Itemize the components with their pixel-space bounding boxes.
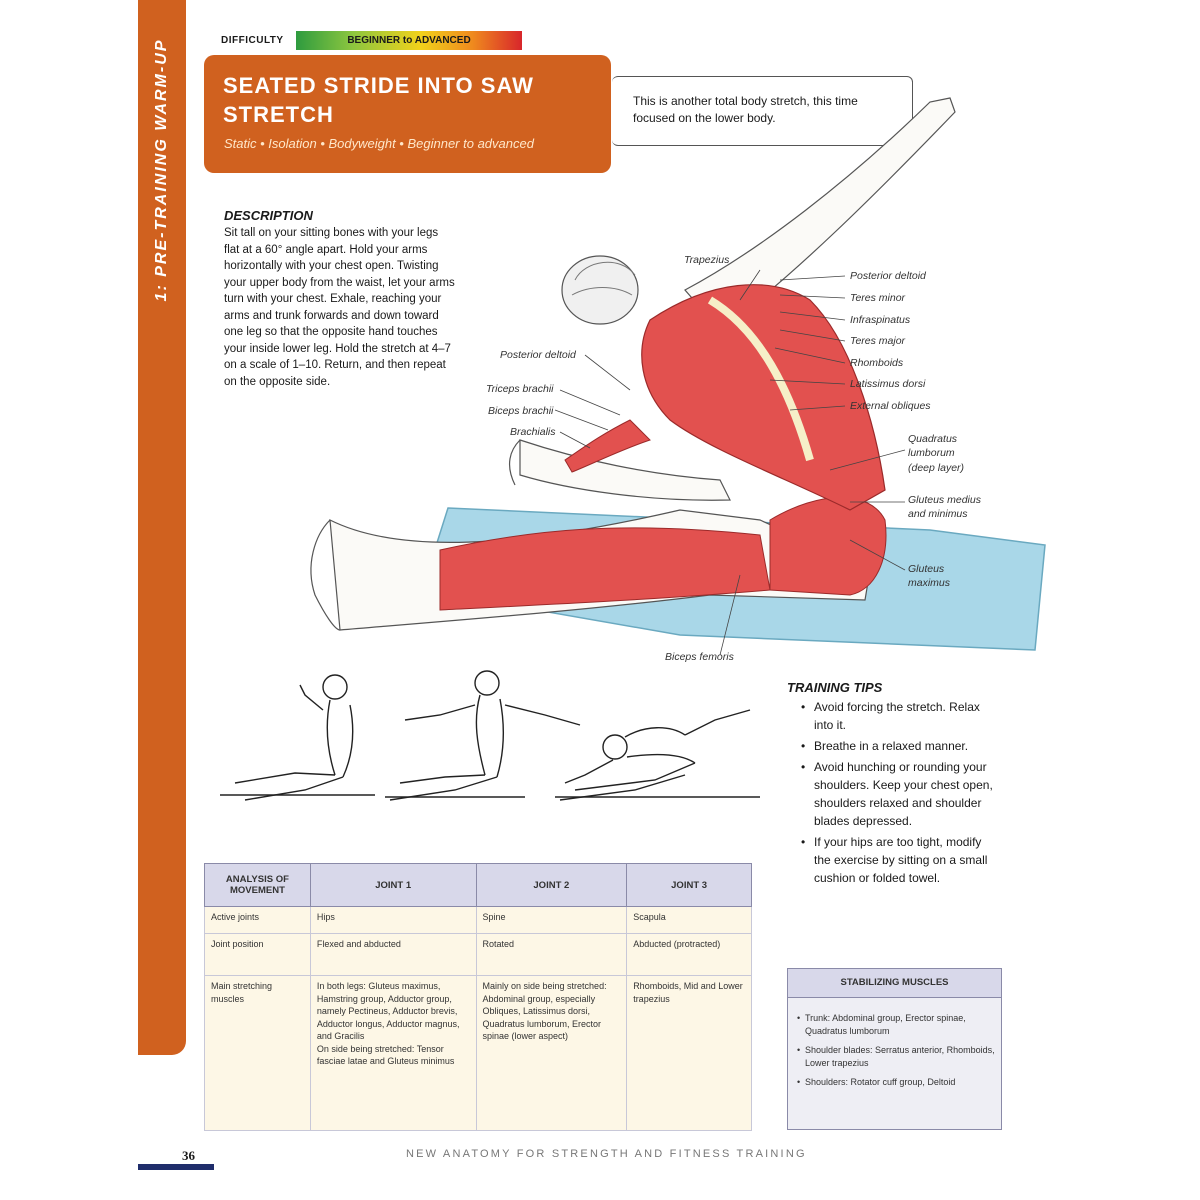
description-heading: DESCRIPTION [224,208,313,223]
table-row: Active joints Hips Spine Scapula [204,906,752,934]
table-header: ANALYSIS OF MOVEMENT [204,863,311,907]
chapter-label: 1: PRE-TRAINING WARM-UP [153,38,170,302]
table-cell: Abducted (protracted) [626,933,752,976]
difficulty-gradient-bar [296,31,522,50]
label-biceps-brachii: Biceps brachii [488,405,554,417]
label-brachialis: Brachialis [510,426,556,438]
analysis-of-movement-table: ANALYSIS OF MOVEMENT JOINT 1 JOINT 2 JOI… [204,863,752,1131]
label-triceps-brachii: Triceps brachii [486,383,554,395]
label-external-obliques: External obliques [850,400,931,412]
label-trapezius: Trapezius [684,254,730,266]
tip-item: Avoid forcing the stretch. Relax into it… [799,698,999,734]
label-gluteus-medius-1: Gluteus medius [908,494,981,506]
label-gluteus-medius-2: and minimus [908,508,968,520]
label-teres-major: Teres major [850,335,906,347]
table-cell: Spine [475,906,628,934]
table-cell: Main stretching muscles [204,975,311,1131]
difficulty-label: DIFFICULTY [221,35,284,46]
label-posterior-deltoid-left: Posterior deltoid [500,349,576,361]
training-tips-list: Avoid forcing the stretch. Relax into it… [799,698,999,890]
list-item: Trunk: Abdominal group, Erector spinae, … [797,1012,997,1037]
table-header: JOINT 2 [475,863,628,907]
table-cell: Mainly on side being stretched: Abdomina… [475,975,628,1131]
label-gluteus-maximus-2: maximus [908,577,951,589]
table-row: Joint position Flexed and abducted Rotat… [204,933,752,976]
table-cell-text: In both legs: Gluteus maximus, Hamstring… [316,981,460,1041]
label-infraspinatus: Infraspinatus [850,314,911,326]
training-tips-heading: TRAINING TIPS [787,680,883,695]
table-cell: Rhomboids, Mid and Lower trapezius [626,975,752,1131]
title-box [204,55,611,173]
label-posterior-deltoid-right: Posterior deltoid [850,270,926,282]
difficulty-level: BEGINNER to ADVANCED [347,35,471,46]
label-quadratus-2: lumborum [908,447,955,459]
tip-item: Breathe in a relaxed manner. [799,737,999,755]
exercise-title: SEATED STRIDE INTO SAW STRETCH [223,73,534,127]
table-cell: Rotated [475,933,628,976]
page-number: 36 [182,1148,195,1163]
label-latissimus-dorsi: Latissimus dorsi [850,378,926,390]
label-quadratus-1: Quadratus [908,433,958,445]
tip-item: Avoid hunching or rounding your shoulder… [799,758,999,830]
pose-3-figure [555,709,760,801]
label-rhomboids: Rhomboids [850,357,904,369]
pose-sequence-illustration [220,670,760,801]
table-row: Main stretching muscles In both legs: Gl… [204,975,752,1131]
table-cell-text: On side being stretched: Tensor fasciae … [316,1043,455,1067]
footer-book-title: NEW ANATOMY FOR STRENGTH AND FITNESS TRA… [406,1148,807,1160]
table-header: JOINT 3 [626,863,752,907]
tip-item: If your hips are too tight, modify the e… [799,833,999,887]
anatomy-illustration [310,97,1046,656]
table-cell: Hips [309,906,477,934]
pose-1-figure [220,674,375,801]
table-header-row: ANALYSIS OF MOVEMENT JOINT 1 JOINT 2 JOI… [204,863,752,907]
table-cell: In both legs: Gluteus maximus, Hamstring… [309,975,477,1131]
label-teres-minor: Teres minor [850,292,906,304]
table-cell: Joint position [204,933,311,976]
description-text: Sit tall on your sitting bones with your… [224,227,455,388]
table-header: JOINT 1 [309,863,477,907]
footer-bar [138,1164,214,1170]
table-cell: Active joints [204,906,311,934]
list-item: Shoulders: Rotator cuff group, Deltoid [797,1076,997,1089]
intro-callout [612,76,913,146]
pose-2-figure [385,670,581,801]
table-cell: Scapula [626,906,752,934]
list-item: Shoulder blades: Serratus anterior, Rhom… [797,1044,997,1069]
label-gluteus-maximus-1: Gluteus [908,563,945,575]
stabilizing-muscles-list: Trunk: Abdominal group, Erector spinae, … [797,1012,997,1096]
table-cell: Flexed and abducted [309,933,477,976]
exercise-tags: Static • Isolation • Bodyweight • Beginn… [224,136,534,151]
label-biceps-femoris: Biceps femoris [665,651,734,663]
chapter-sidebar [138,0,186,1055]
stabilizing-muscles-heading: STABILIZING MUSCLES [787,968,1002,998]
label-quadratus-3: (deep layer) [908,462,965,474]
intro-text: This is another total body stretch, this… [633,94,858,125]
